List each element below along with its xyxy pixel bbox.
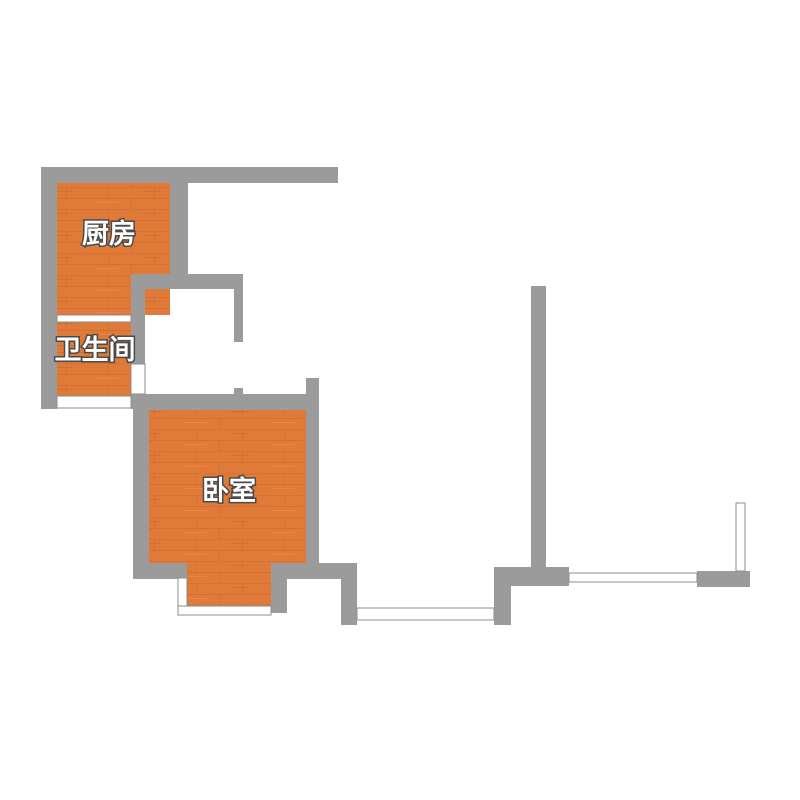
wall-bathroom-mid <box>131 320 145 364</box>
window-kitchen-bath-sill <box>56 314 132 323</box>
window-far-right-vertical <box>735 502 746 572</box>
walls <box>41 167 750 625</box>
window-bathroom-right <box>130 363 146 395</box>
wall-bay-right <box>271 563 287 613</box>
wall-bedroom-bottom-left <box>133 563 187 579</box>
bedroom-label: 卧室 <box>202 475 256 507</box>
kitchen-floor <box>57 183 170 315</box>
windows <box>56 314 746 621</box>
wall-kitchen-bottom <box>131 274 243 289</box>
kitchen-label: 厨房 <box>82 219 136 250</box>
window-right-long <box>568 572 698 583</box>
bathroom-label: 卫生间 <box>55 335 136 366</box>
floors <box>57 183 306 606</box>
bay-window-floor <box>187 563 271 606</box>
wall-balcony-left <box>341 563 357 625</box>
wall-bedroom-top-stub <box>234 388 243 398</box>
wall-right-stub <box>234 274 243 342</box>
wall-bedroom-bottom-right <box>271 563 357 579</box>
wall-kitchen-right <box>170 167 188 274</box>
wall-bedroom-right <box>306 394 319 579</box>
wall-bedroom-left <box>133 394 149 579</box>
room-labels: 厨房 卫生间 卧室 <box>53 218 258 509</box>
bathroom-floor <box>57 322 131 396</box>
wall-lower-right-down <box>494 567 511 625</box>
wall-bedroom-top <box>133 394 319 410</box>
window-bay-bottom <box>177 605 272 616</box>
wall-long-vertical <box>531 286 546 586</box>
wall-kitchen-left <box>41 167 57 409</box>
wall-far-right-block <box>697 571 750 587</box>
wall-kitchen-bottom-left <box>131 274 145 320</box>
bedroom-floor <box>149 410 306 563</box>
window-bathroom-bottom <box>56 395 132 409</box>
wall-lower-right-block <box>494 567 569 586</box>
wall-kitchen-top <box>41 167 338 183</box>
window-balcony <box>356 607 495 621</box>
